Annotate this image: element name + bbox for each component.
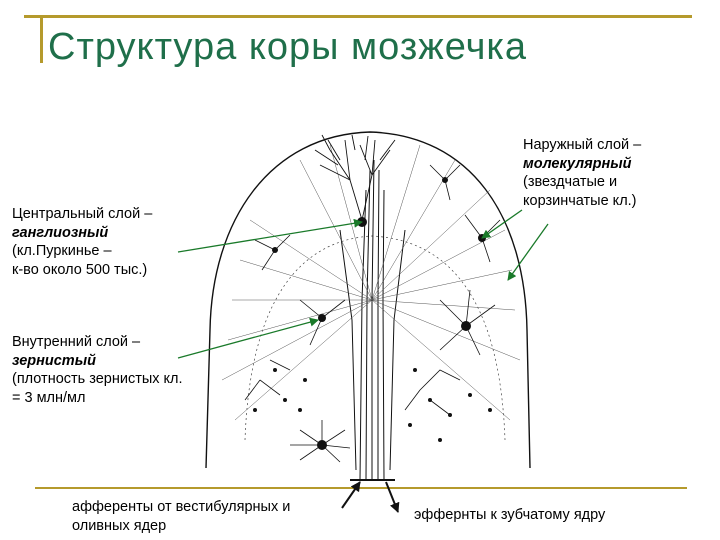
central-layer-label: Центральный слой – ганглиозный (кл.Пурки…	[12, 205, 152, 279]
inner-layer-name: зернистый	[12, 352, 96, 369]
inner-layer-line1: Внутренний слой –	[12, 334, 141, 350]
afferent-line1: афференты от вестибулярных и	[72, 499, 291, 515]
outer-layer-label: Наружный слой – молекулярный (звездчатые…	[523, 136, 641, 210]
inner-layer-line3: (плотность зернистых кл.	[12, 371, 183, 387]
frame-bottom-line	[35, 487, 687, 489]
afferent-arrow	[341, 481, 361, 509]
radiating-fibres	[221, 144, 521, 421]
outer-layer-line3: (звездчатые и	[523, 174, 618, 190]
outer-layer-name: молекулярный	[523, 155, 632, 172]
arrow-outer-2	[507, 223, 549, 281]
central-layer-line4: к-во около 500 тыс.)	[12, 261, 148, 278]
outer-layer-line4: корзинчатые кл.)	[523, 192, 637, 209]
purkinje-dendritic-tree	[314, 134, 396, 221]
label-arrows	[177, 209, 549, 359]
arrow-central	[177, 218, 363, 253]
frame-top-line	[24, 15, 692, 18]
page-title: Структура коры мозжечка	[48, 26, 527, 68]
central-layer-line1: Центральный слой –	[12, 206, 153, 222]
inner-layer-label: Внутренний слой – зернистый (плотность з…	[12, 333, 183, 407]
efferent-label: эффернты к зубчатому ядру	[414, 507, 606, 523]
inner-layer-line4: = 3 млн/мл	[12, 389, 86, 406]
arrow-inner	[177, 317, 319, 359]
central-layer-name: ганглиозный	[12, 224, 109, 241]
granular-layer-boundary	[244, 235, 506, 441]
outer-layer-line1: Наружный слой –	[523, 137, 642, 153]
afferent-label: афференты от вестибулярных и оливных яде…	[72, 498, 290, 535]
folium-outline	[205, 131, 531, 469]
neuron-branches	[244, 164, 501, 463]
afferent-line2: оливных ядер	[72, 517, 167, 534]
granule-dots	[253, 368, 492, 442]
central-layer-line3: (кл.Пуркинье –	[12, 243, 112, 259]
frame-left-line	[40, 15, 43, 63]
efferent-arrow	[385, 481, 400, 513]
arrow-outer-1	[481, 209, 523, 239]
